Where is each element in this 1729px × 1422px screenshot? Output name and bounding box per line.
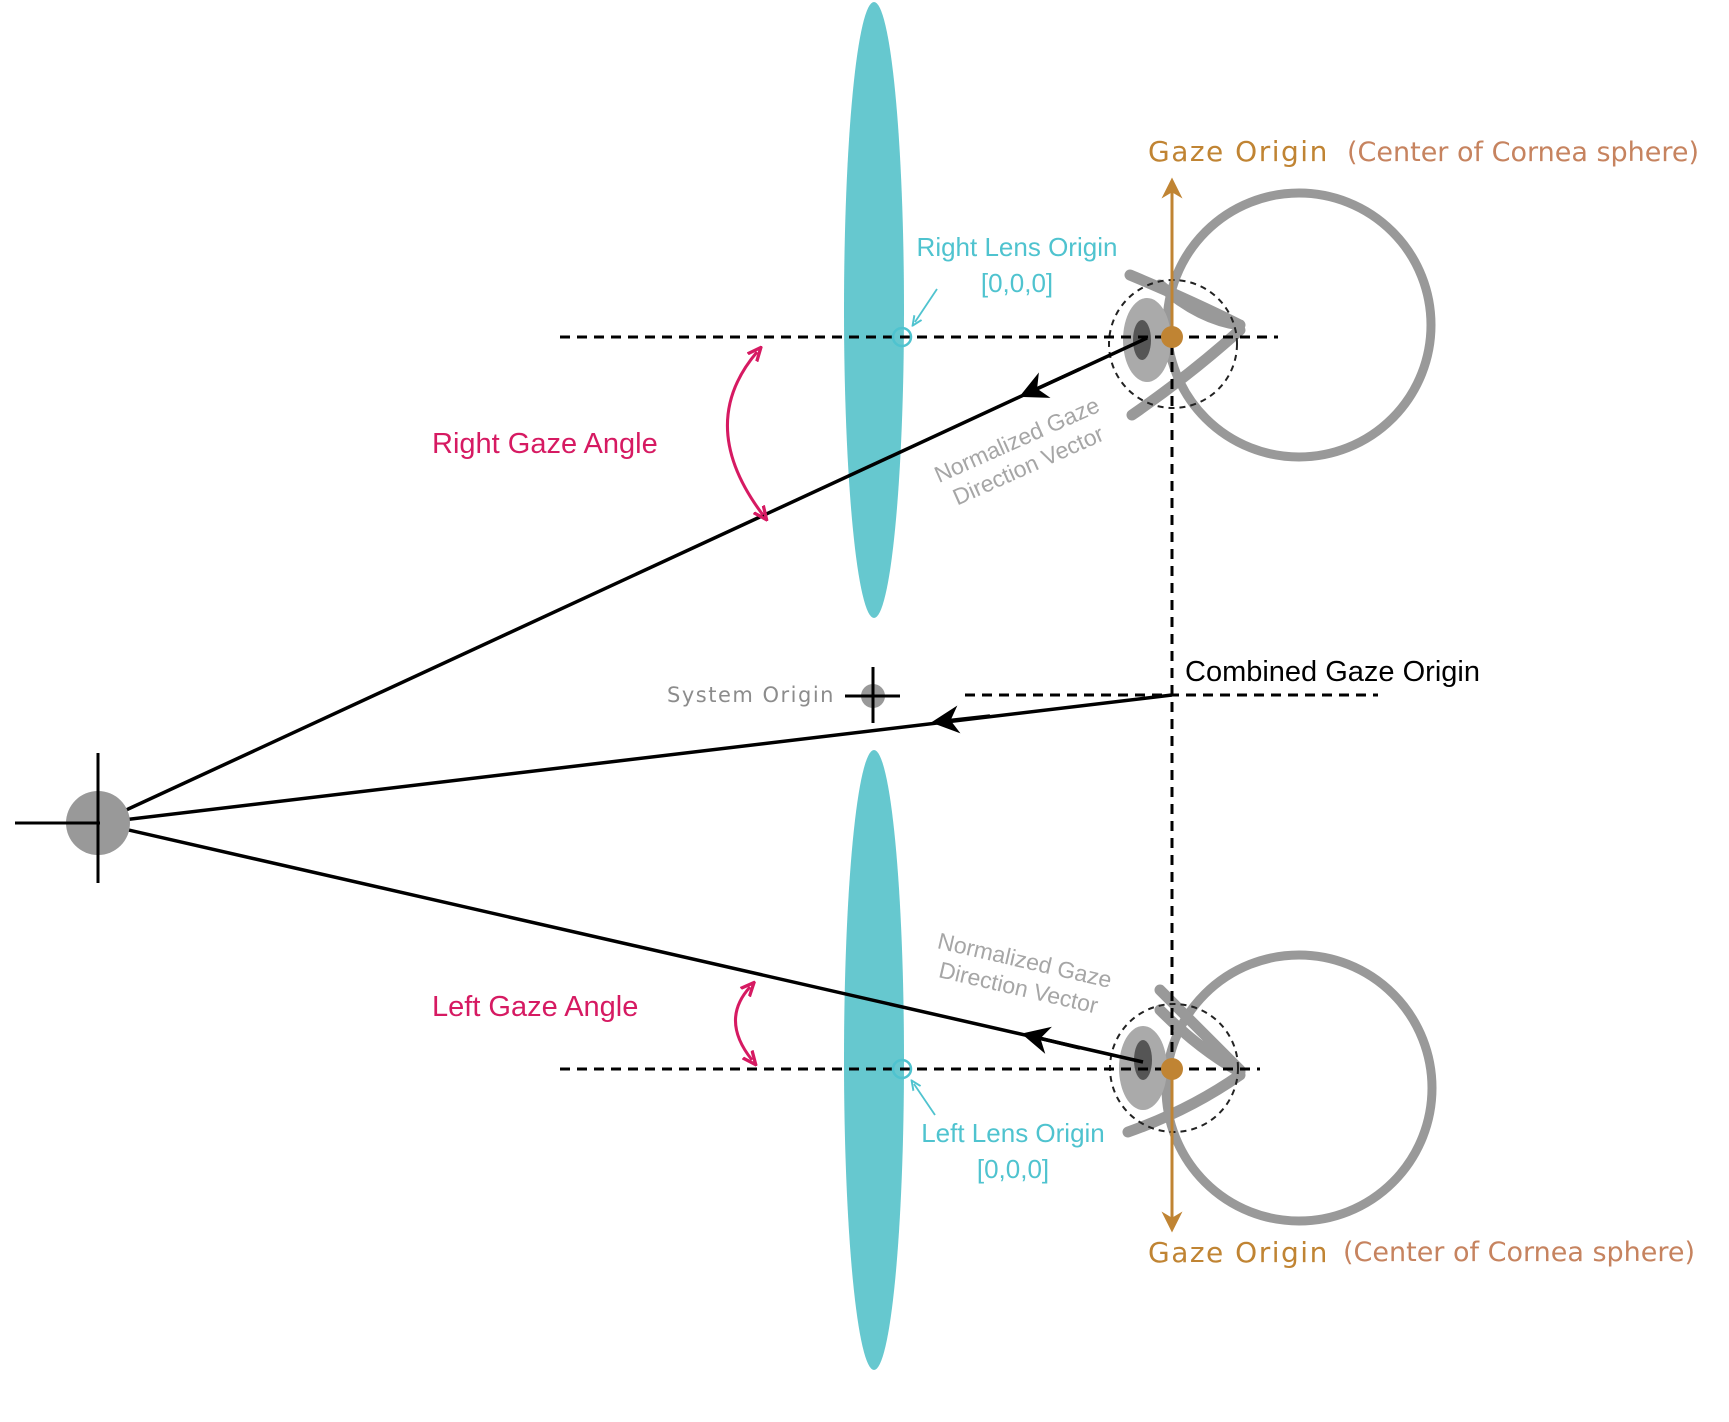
right-lens-origin-pointer xyxy=(915,288,938,322)
system-origin-label: System Origin xyxy=(667,683,835,707)
left-eyelids xyxy=(1122,984,1246,1138)
right-lens-origin-label: Right Lens Origin xyxy=(917,232,1118,262)
right-gaze-arrow xyxy=(1019,367,1081,398)
right-lens-origin-coords: [0,0,0] xyxy=(981,268,1053,298)
cornea-note-bottom-label: (Center of Cornea sphere) xyxy=(1343,1237,1695,1268)
right-eyeball xyxy=(1162,188,1436,462)
left-gaze-angle-arc xyxy=(734,987,752,1060)
combined-gaze-ray xyxy=(97,693,1173,825)
left-eye xyxy=(1109,950,1437,1226)
right-gaze-angle-label: Right Gaze Angle xyxy=(432,428,658,460)
left-gaze-origin-dot xyxy=(1161,1058,1183,1080)
right-lens xyxy=(844,2,904,618)
left-eyeball xyxy=(1161,950,1437,1226)
left-lens-origin-marker xyxy=(891,1058,913,1080)
gaze-vector-bottom-label: Normalized Gaze Direction Vector xyxy=(935,928,1114,1019)
combined-gaze-arrow xyxy=(931,705,991,734)
cornea-note-top-label: (Center of Cornea sphere) xyxy=(1347,137,1699,168)
right-gaze-angle-arc xyxy=(726,352,763,515)
right-gaze-origin-dot xyxy=(1161,326,1183,348)
gaze-vector-top-label: Normalized Gaze Direction Vector xyxy=(930,392,1108,510)
right-eyelids xyxy=(1124,269,1246,421)
left-lens-origin-coords: [0,0,0] xyxy=(977,1154,1049,1184)
left-gaze-arrow xyxy=(1021,1026,1081,1054)
left-lens-origin-label: Left Lens Origin xyxy=(921,1118,1105,1148)
right-lens-origin-marker xyxy=(891,326,913,348)
left-lens xyxy=(844,750,904,1370)
right-eye xyxy=(1108,188,1436,462)
left-lens-origin-pointer xyxy=(914,1084,936,1116)
left-gaze-angle-label: Left Gaze Angle xyxy=(432,991,638,1023)
system-origin-marker xyxy=(845,667,900,723)
gaze-target-crosshair xyxy=(15,753,130,883)
right-gaze-ray xyxy=(97,336,1148,825)
gaze-origin-top-label: Gaze Origin xyxy=(1148,135,1329,168)
left-gaze-ray xyxy=(97,821,1144,1064)
combined-gaze-origin-label: Combined Gaze Origin xyxy=(1185,656,1480,688)
gaze-origin-bottom-label: Gaze Origin xyxy=(1148,1236,1329,1269)
